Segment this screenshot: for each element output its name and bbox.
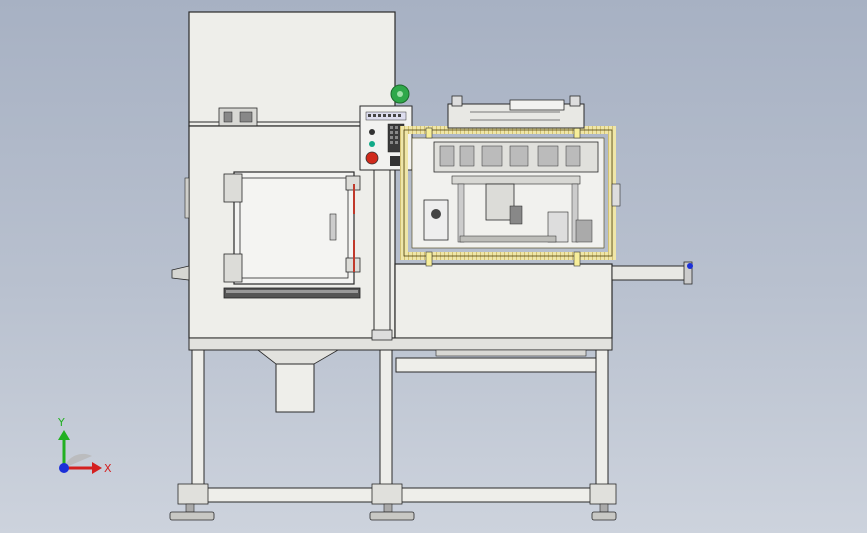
coordinate-triad-icon: Y X — [57, 416, 112, 475]
top-cylinder — [447, 95, 585, 129]
y-axis-label: Y — [57, 416, 65, 429]
inner-mechanism — [423, 141, 599, 243]
base-frame — [169, 349, 617, 521]
emergency-stop-icon — [365, 151, 379, 165]
front-door — [223, 171, 361, 299]
side-cylinder — [611, 183, 693, 285]
discharge-hopper — [256, 349, 340, 413]
x-axis-label: X — [104, 462, 112, 475]
